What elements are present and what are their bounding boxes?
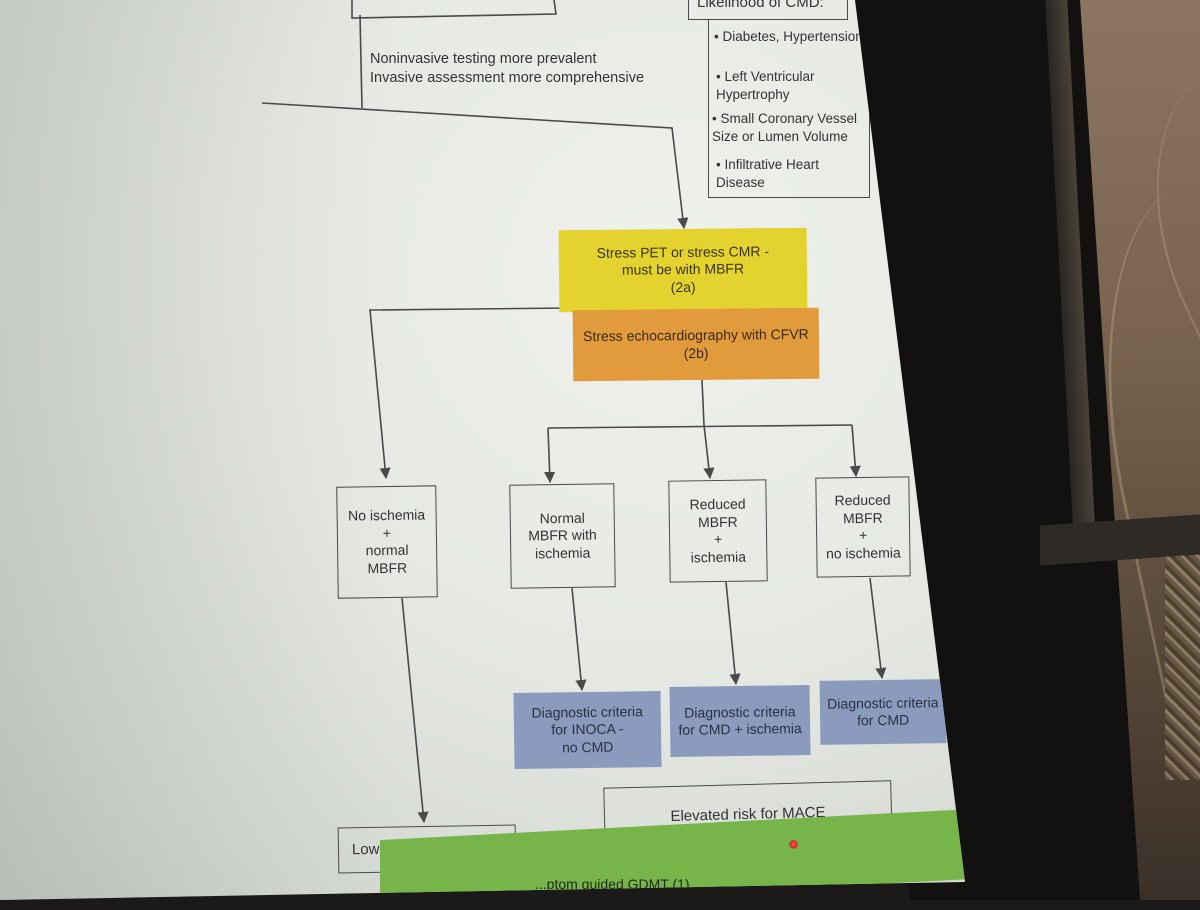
diagnosis-inoca-box: Diagnostic criteria for INOCA - no CMD bbox=[513, 690, 662, 770]
result-line: + bbox=[858, 526, 868, 544]
result-line: Reduced bbox=[834, 491, 891, 509]
connector-to-cmd bbox=[869, 577, 887, 680]
result-line: MBFR bbox=[367, 559, 408, 576]
connector-to-no-ischemia bbox=[369, 307, 573, 480]
connector-to-cmd-ischemia bbox=[725, 581, 741, 686]
result-box-reduced-mbfr-ischemia: Reduced MBFR + ischemia bbox=[668, 479, 768, 583]
result-line: Reduced bbox=[689, 495, 746, 513]
risk-factor-item: • Left Ventricular Hypertrophy bbox=[716, 69, 815, 102]
result-line: no ischemia bbox=[825, 543, 901, 562]
diagnosis-line: for INOCA - bbox=[551, 720, 624, 738]
result-line: normal bbox=[365, 541, 409, 559]
stress-pet-code: (2a) bbox=[670, 278, 696, 295]
risk-factor-item: • Diabetes, Hypertension bbox=[714, 29, 863, 44]
connector-to-inoca bbox=[571, 587, 587, 692]
stress-pet-cmr-box: Stress PET or stress CMR - must be with … bbox=[558, 227, 808, 313]
diagnosis-line: Diagnostic criteria bbox=[684, 702, 796, 721]
result-line: Normal bbox=[539, 509, 585, 527]
testing-note: Noninvasive testing more prevalent Invas… bbox=[370, 50, 644, 88]
gdmt-bar-label: ...ptom guided GDMT (1) bbox=[535, 876, 690, 892]
connector-echo-down bbox=[701, 379, 705, 426]
stress-echo-line: Stress echocardiography with CFVR bbox=[582, 325, 809, 345]
diagnosis-line: Diagnostic criteria bbox=[827, 693, 939, 712]
connector-to-reduced-ischemia bbox=[703, 424, 715, 480]
stress-pet-line: must be with MBFR bbox=[621, 260, 745, 278]
result-box-normal-mbfr-ischemia: Normal MBFR with ischemia bbox=[509, 483, 616, 589]
testing-note-line: Invasive assessment more comprehensive bbox=[370, 69, 645, 86]
stress-echo-code: (2b) bbox=[683, 344, 709, 361]
result-box-reduced-mbfr-no-ischemia: Reduced MBFR + no ischemia bbox=[815, 476, 911, 578]
laser-pointer-dot bbox=[789, 840, 798, 849]
diagnosis-line: for CMD bbox=[856, 711, 910, 729]
stress-pet-line: Stress PET or stress CMR - bbox=[596, 242, 770, 261]
risk-factor-item: • Infiltrative Heart Disease bbox=[716, 157, 820, 190]
result-line: MBFR bbox=[842, 509, 883, 526]
result-line: ischemia bbox=[690, 548, 747, 565]
diagnosis-line: for CMD + ischemia bbox=[678, 720, 802, 738]
diagnosis-line: Diagnostic criteria bbox=[531, 702, 643, 721]
result-line: MBFR with bbox=[528, 526, 597, 544]
result-line: + bbox=[382, 524, 392, 541]
connector-to-low-risk bbox=[401, 597, 429, 824]
result-line: MBFR bbox=[697, 513, 738, 530]
diagnosis-cmd-ischemia-box: Diagnostic criteria for CMD + ischemia bbox=[669, 685, 811, 757]
connector-top-horizontal bbox=[261, 102, 689, 230]
testing-note-line: Noninvasive testing more prevalent bbox=[370, 51, 597, 67]
result-box-no-ischemia: No ischemia + normal MBFR bbox=[336, 485, 438, 599]
risk-factor-item: • Small Coronary Vessel Size or Lumen Vo… bbox=[712, 111, 858, 144]
connector-to-reduced-no-ischemia bbox=[849, 424, 861, 478]
connector-top-left bbox=[359, 14, 363, 109]
diagnosis-cmd-box: Diagnostic criteria for CMD bbox=[819, 679, 947, 745]
stress-echo-box: Stress echocardiography with CFVR (2b) bbox=[572, 307, 820, 382]
result-line: + bbox=[713, 530, 723, 548]
slide-vignette bbox=[0, 0, 400, 900]
connector-branch-row bbox=[547, 424, 853, 429]
wall-texture bbox=[1165, 540, 1200, 780]
diagnosis-line: no CMD bbox=[561, 738, 614, 756]
result-line: ischemia bbox=[534, 544, 591, 562]
top-box-outline bbox=[351, 0, 557, 19]
risk-factor-title: Likelihood of CMD: bbox=[688, 0, 848, 20]
result-line: No ischemia bbox=[347, 506, 426, 524]
connector-to-normal bbox=[544, 427, 556, 484]
